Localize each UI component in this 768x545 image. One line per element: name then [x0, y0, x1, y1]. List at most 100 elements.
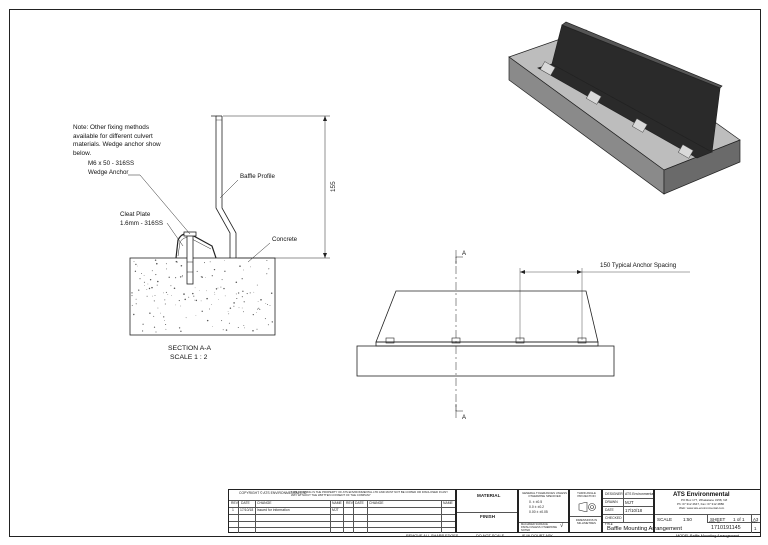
date-header-2: DATE [355, 501, 364, 505]
concrete-speckle-dot [151, 286, 153, 289]
company-phone: Ph: 07 312 4647, Fax: 07 312 4880 [677, 502, 725, 506]
surface-finish-note: MACHINED SURFACE FINISH UNLESS OTHERWISE… [521, 523, 557, 532]
concrete-speckle-dot [146, 295, 148, 297]
concrete-speckle-dot [154, 294, 156, 296]
concrete-speckle-dot [214, 293, 216, 295]
concrete-speckle-dot [243, 324, 245, 326]
concrete-speckle-dot [213, 268, 216, 271]
note-line: available for different culvert [73, 132, 153, 140]
section-title: SECTION A-A [168, 345, 212, 352]
concrete-speckle-dot [156, 262, 158, 265]
concrete-speckle-dot [163, 292, 164, 294]
copyright-text: COPYRIGHT © ATS ENVIRONMENTAL LTD [239, 491, 307, 495]
tolerances-block: GENERAL TOLERANCES UNLESS OTHERWISE SPEC… [518, 489, 569, 533]
concrete-speckle-dot [176, 261, 178, 263]
concrete-speckle-dot [200, 276, 203, 278]
section-marker-bottom: A [462, 415, 467, 421]
designer-label: DESIGNER [605, 492, 623, 496]
concrete-speckle-dot [237, 326, 239, 329]
concrete-speckle-dot [269, 305, 271, 306]
concrete-speckle-dot [133, 313, 135, 316]
sheet-value: 1 of 1 [733, 517, 745, 522]
rev-header: REV [231, 501, 238, 505]
concrete-speckle-dot [238, 307, 240, 309]
concrete-speckle-dot [259, 308, 261, 311]
rev-row-change: Issued for information [257, 508, 290, 512]
concrete-speckle-dot [152, 295, 153, 297]
cleat-plate [175, 233, 217, 259]
concrete-speckle-dot [264, 318, 266, 320]
elevation-mounting-strip [375, 341, 599, 347]
concrete-speckle-dot [135, 263, 137, 266]
concrete-speckle-dot [196, 270, 198, 272]
concrete-speckle-dot [170, 285, 172, 287]
concrete-speckle-dot [148, 287, 151, 290]
footer-remove-edges: REMOVE ALL SHARP EDGES [406, 534, 459, 538]
concrete-speckle-dot [257, 308, 259, 310]
dwg-no: 1710191145 [711, 525, 741, 531]
concrete-speckle-dot [184, 298, 186, 301]
cleat-label-line2: 1.6mm - 316SS [120, 220, 163, 227]
concrete-speckle-dot [233, 305, 235, 307]
scale-value: 1:50 [683, 517, 692, 522]
concrete-speckle-dot [235, 281, 238, 284]
section-marker-top: A [462, 251, 467, 257]
name-header: NAME [332, 501, 342, 505]
rev-row-name: MJT [332, 508, 339, 512]
scale-label: SCALE [657, 517, 673, 522]
baffle-profile-label: Baffle Profile [240, 173, 275, 180]
concrete-speckle-dot [206, 290, 207, 292]
concrete-speckle-dot [138, 289, 140, 291]
concrete-speckle-dot [193, 295, 195, 297]
designer-value: ATS Environmental [625, 492, 654, 496]
concrete-speckle-dot [218, 299, 219, 300]
concrete-speckle-dot [153, 300, 155, 302]
concrete-speckle-dot [209, 308, 211, 310]
tolerance-line: 0.00 ± ±0.05 [529, 510, 548, 514]
concrete-speckle-dot [195, 314, 197, 316]
rev-value: 1 [754, 526, 757, 531]
concrete-speckle-dot [235, 293, 237, 295]
concrete-speckle-dot [215, 288, 218, 290]
concrete-speckle-dot [199, 290, 200, 291]
concrete-speckle-dot [220, 286, 222, 288]
concrete-speckle-dot [157, 280, 159, 283]
footer-dash: - [511, 534, 513, 538]
concrete-speckle-dot [258, 307, 260, 309]
concrete-speckle-dot [139, 278, 141, 280]
name-header-2: NAME [443, 501, 453, 505]
concrete-speckle-dot [166, 268, 168, 270]
concrete-speckle-dot [153, 326, 156, 328]
concrete-speckle-dot [195, 299, 198, 302]
concrete-speckle-dot [241, 307, 243, 309]
leader-concrete [247, 242, 271, 263]
surface-finish-icon: √ [560, 523, 564, 529]
date-label: DATE [605, 508, 614, 512]
concrete-speckle-dot [224, 295, 226, 297]
concrete-speckle-dot [228, 322, 230, 324]
concrete-speckle-dot [183, 293, 185, 295]
anchor-spacing-label: 150 Typical Anchor Spacing [600, 262, 677, 269]
wedge-anchor-bolt [186, 233, 194, 285]
concrete-speckle-dot [165, 323, 167, 326]
section-scale: SCALE 1 : 2 [170, 354, 208, 361]
concrete-speckle-dot [155, 274, 157, 276]
concrete-speckle-dot [221, 320, 223, 322]
projection-symbol-icon [578, 502, 596, 512]
concrete-speckle-dot [205, 277, 206, 278]
dimension-155-label: 155 [330, 181, 337, 192]
concrete-speckle-dot [250, 266, 251, 268]
concrete-speckle-dot [256, 284, 258, 286]
concrete-speckle-dot [134, 270, 137, 272]
concrete-speckle-dot [268, 268, 270, 270]
rev-label: REV [752, 521, 758, 524]
concrete-speckle-dot [256, 312, 257, 314]
concrete-label: Concrete [272, 236, 298, 243]
concrete-speckle-dot [192, 292, 194, 295]
concrete-speckle-dot [165, 263, 167, 265]
concrete-speckle-dot [229, 307, 232, 309]
concrete-slab [129, 257, 276, 336]
concrete-speckle-dot [270, 292, 273, 295]
concrete-speckle-dot [211, 304, 213, 305]
concrete-speckle-dot [167, 294, 169, 295]
